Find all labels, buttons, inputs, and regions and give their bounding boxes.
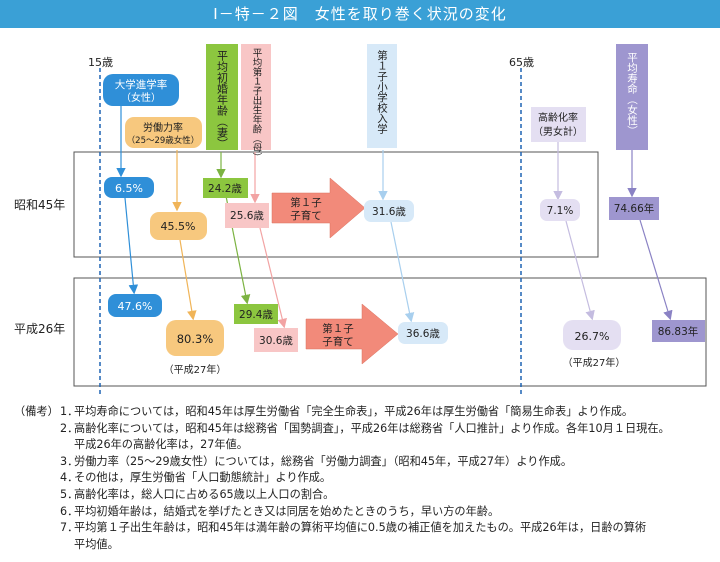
- note-text: その他は，厚生労働省「人口動態統計」より作成。: [74, 471, 332, 485]
- note-text: 労働力率（25～29歳女性）については，総務省「労働力調査」（昭和45年，平成2…: [74, 454, 573, 468]
- r1-university-value: 6.5%: [115, 182, 143, 195]
- r2-first-birth-box: [254, 328, 298, 352]
- note-continuation: 平均値。: [74, 537, 119, 551]
- r1-school-entry-value: 31.6歳: [372, 206, 406, 218]
- note-text: 平均初婚年齢は，結婚式を挙げたとき又は同居を始めたときのうち，早い方の年齢。: [74, 504, 500, 518]
- r2-life-expectancy-box: [652, 320, 705, 342]
- r2-first-marriage-value: 29.4歳: [239, 309, 273, 321]
- r2-aging-value: 26.7%: [575, 330, 610, 343]
- r1-first-marriage-value: 24.2歳: [208, 183, 242, 195]
- note-text: 平均寿命については，昭和45年は厚生労働省「完全生命表」，平成26年は厚生労働省…: [74, 405, 634, 418]
- first-marriage-header: [206, 44, 238, 150]
- r2-first-marriage-box: [234, 304, 278, 324]
- note-row: 6． 平均初婚年齢は，結婚式を挙げたとき又は同居を始めたときのうち，早い方の年齢…: [14, 504, 714, 521]
- note-num: 4．: [60, 471, 79, 485]
- r1-childrearing-line1: 第１子: [290, 196, 322, 209]
- r2-childrearing-arrow: [305, 303, 399, 365]
- life-expectancy-header: [616, 44, 648, 150]
- note-text: 平均第１子出生年齢は，昭和45年は満年齢の算術平均値に0.5歳の補正値を加えたも…: [74, 521, 647, 535]
- r2-first-birth-value: 30.6歳: [259, 335, 293, 347]
- note-num: 7．: [60, 521, 79, 535]
- life-expectancy-header-text: 平均寿命（女性）: [626, 52, 638, 136]
- note-num: 5．: [60, 487, 79, 501]
- r1-childrearing-line2: 子育て: [290, 209, 322, 222]
- r1-labor-box: [150, 212, 207, 240]
- first-birth-header-text: 平均第１子出生年齢（母）: [251, 48, 263, 162]
- school-entry-header-text: 第１子小学校入学: [376, 49, 388, 134]
- labor-header-line2: （25～29歳女性）: [127, 135, 200, 146]
- r2-life-expectancy-value: 86.83年: [658, 325, 699, 338]
- note-num: 3．: [60, 454, 79, 468]
- r1-childrearing-arrow: [271, 177, 366, 239]
- r1-aging-value: 7.1%: [547, 205, 574, 217]
- aging-header-line2: （男女計）: [533, 125, 583, 138]
- r2-university-value: 47.6%: [118, 300, 153, 313]
- r1-labor-value: 45.5%: [161, 220, 196, 233]
- r2-school-entry-box: [398, 322, 448, 344]
- note-row: 3． 労働力率（25～29歳女性）については，総務省「労働力調査」（昭和45年，…: [14, 454, 714, 471]
- age65-label: 65歳: [509, 56, 534, 69]
- r2-labor-box: [166, 320, 224, 356]
- note-num: 6．: [60, 504, 79, 518]
- r2-school-entry-value: 36.6歳: [406, 328, 440, 340]
- r1-first-birth-box: [225, 203, 269, 228]
- age15-label: 15歳: [88, 56, 113, 69]
- labor-header-line1: 労働力率: [143, 121, 183, 134]
- r1-university-box: [104, 177, 154, 198]
- figure-title: Ⅰ－特－２図 女性を取り巻く状況の変化: [0, 0, 720, 28]
- r2-labor-value: 80.3%: [177, 332, 214, 346]
- r1-aging-box: [540, 199, 580, 221]
- note-row: 5． 高齢化率は，総人口に占める65歳以上人口の割合。: [14, 487, 714, 504]
- r2-aging-note: （平成27年）: [563, 356, 626, 369]
- note-num: 2．: [60, 421, 79, 435]
- r1-school-entry-box: [364, 200, 414, 222]
- aging-header: [531, 107, 586, 142]
- r1-first-birth-value: 25.6歳: [230, 210, 264, 222]
- university-header-line1: 大学進学率: [115, 78, 168, 91]
- first-marriage-header-text: 平均初婚年齢（妻）: [216, 50, 229, 149]
- r2-childrearing-line2: 子育て: [322, 335, 354, 348]
- r2-aging-box: [563, 320, 621, 350]
- notes-prefix: （備考）: [14, 405, 59, 418]
- r2-childrearing-line1: 第１子: [322, 322, 354, 335]
- note-text: 高齢化率については，昭和45年は総務省「国勢調査」，平成26年は総務省「人口推計…: [74, 421, 670, 435]
- first-birth-header: [241, 44, 271, 150]
- note-row: （備考） 1． 平均寿命については，昭和45年は厚生労働省「完全生命表」，平成2…: [14, 404, 714, 421]
- row2-label: 平成26年: [14, 322, 65, 336]
- note-num: 1．: [60, 405, 79, 418]
- school-entry-header: [367, 44, 397, 148]
- note-row: 4． その他は，厚生労働省「人口動態統計」より作成。: [14, 470, 714, 487]
- r2-university-box: [108, 294, 162, 317]
- r1-life-expectancy-value: 74.66年: [614, 202, 655, 215]
- r1-life-expectancy-box: [609, 197, 659, 220]
- labor-header: [125, 117, 202, 148]
- row1-label: 昭和45年: [14, 198, 65, 212]
- r1-first-marriage-box: [203, 178, 248, 198]
- r2-labor-note: （平成27年）: [164, 363, 227, 376]
- university-header-line2: （女性）: [121, 91, 161, 104]
- note-row: 7． 平均第１子出生年齢は，昭和45年は満年齢の算術平均値に0.5歳の補正値を加…: [14, 520, 714, 537]
- note-row: 2． 高齢化率については，昭和45年は総務省「国勢調査」，平成26年は総務省「人…: [14, 421, 714, 438]
- note-continuation: 平成26年の高齢化率は，27年値。: [74, 438, 248, 452]
- notes: （備考） 1． 平均寿命については，昭和45年は厚生労働省「完全生命表」，平成2…: [14, 404, 714, 553]
- note-text: 高齢化率は，総人口に占める65歳以上人口の割合。: [74, 487, 335, 501]
- diagram: 昭和45年 平成26年 15歳 65歳 大学進学率 （女性） 労働力率 （25～…: [14, 44, 707, 395]
- university-header: [103, 74, 179, 106]
- aging-header-line1: 高齢化率: [538, 111, 578, 124]
